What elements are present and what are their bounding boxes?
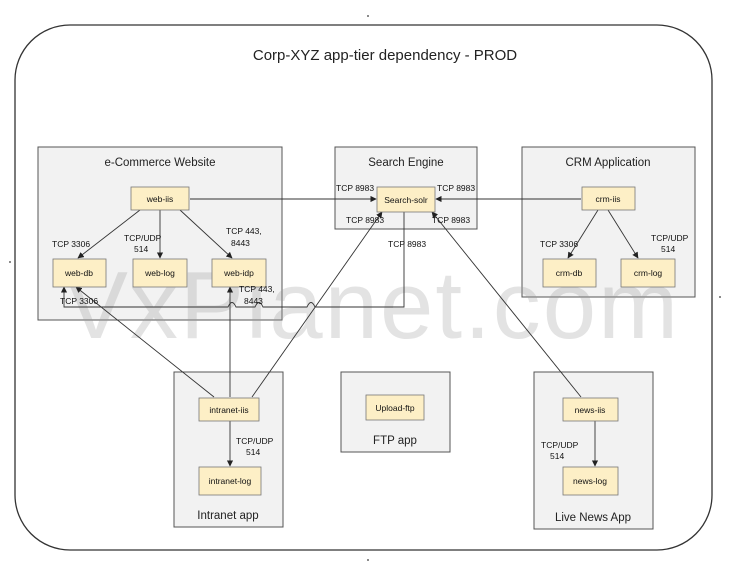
node-search-solr[interactable]: Search-solr — [376, 186, 436, 213]
port-label: TCP 3306 — [52, 239, 90, 249]
node-web-db[interactable]: web-db — [52, 258, 107, 288]
port-label: TCP 443, — [226, 226, 262, 236]
group-label-search: Search Engine — [368, 157, 443, 169]
node-label: Search-solr — [384, 195, 428, 205]
node-label: intranet-iis — [209, 405, 248, 415]
port-label: 514 — [661, 244, 675, 254]
node-crm-db[interactable]: crm-db — [542, 258, 597, 288]
port-label: TCP/UDP — [124, 233, 162, 243]
edge-crmiis-crmdb — [567, 209, 599, 259]
port-label: TCP 8983 — [336, 183, 374, 193]
node-label: crm-db — [556, 268, 583, 278]
node-web-log[interactable]: web-log — [132, 258, 188, 288]
port-label: TCP 8983 — [437, 183, 475, 193]
node-label: crm-log — [634, 268, 663, 278]
edge-webiis-webdb — [77, 209, 141, 259]
port-label: TCP 8983 — [346, 215, 384, 225]
group-intranet: Intranet app — [173, 371, 284, 528]
node-label: intranet-log — [209, 476, 252, 486]
diagram-title: Corp-XYZ app-tier dependency - PROD — [253, 47, 517, 64]
connectors — [60, 195, 639, 467]
port-label: 8443 — [231, 238, 250, 248]
port-label: TCP/UDP — [541, 440, 579, 450]
node-label: web-db — [64, 268, 93, 278]
port-label: TCP/UDP — [236, 436, 274, 446]
node-label: news-iis — [575, 405, 606, 415]
port-labels: TCP 8983 TCP 8983 TCP 8983 TCP 8983 TCP … — [52, 183, 689, 461]
port-label: TCP 443, — [239, 284, 275, 294]
port-label: 8443 — [244, 296, 263, 306]
node-label: Upload-ftp — [375, 403, 414, 413]
edge-crmiis-crmlog — [607, 209, 639, 259]
node-label: web-idp — [223, 268, 254, 278]
group-label-intranet: Intranet app — [197, 510, 258, 522]
port-label: 514 — [550, 451, 564, 461]
port-label: TCP 3306 — [540, 239, 578, 249]
node-news-log[interactable]: news-log — [562, 466, 619, 496]
group-label-ecommerce: e-Commerce Website — [105, 157, 216, 169]
edge-newsiis-solr — [431, 211, 582, 398]
port-label: 514 — [134, 244, 148, 254]
node-upload-ftp[interactable]: Upload-ftp — [365, 394, 425, 421]
node-news-iis[interactable]: news-iis — [562, 397, 619, 422]
group-search: Search Engine — [334, 146, 478, 230]
edge-webiis-webidp — [179, 209, 233, 259]
node-label: news-log — [573, 476, 607, 486]
node-intranet-iis[interactable]: intranet-iis — [198, 397, 260, 422]
group-ftp: FTP app — [340, 371, 451, 453]
group-label-crm: CRM Application — [565, 157, 650, 169]
group-label-news: Live News App — [555, 512, 631, 524]
node-label: web-log — [144, 268, 175, 278]
node-crm-log[interactable]: crm-log — [620, 258, 676, 288]
port-label: TCP 3306 — [60, 296, 98, 306]
edge-intranetiis-solr — [251, 211, 383, 398]
node-web-idp[interactable]: web-idp — [211, 258, 267, 288]
port-label: TCP 8983 — [388, 239, 426, 249]
port-label: TCP/UDP — [651, 233, 689, 243]
node-crm-iis[interactable]: crm-iis — [581, 186, 636, 211]
node-label: crm-iis — [595, 194, 620, 204]
stray-dot — [9, 261, 11, 263]
node-web-iis[interactable]: web-iis — [130, 186, 190, 211]
stray-dot — [367, 15, 369, 17]
edge-solr-webdb — [60, 212, 405, 308]
stray-dot — [367, 559, 369, 561]
node-intranet-log[interactable]: intranet-log — [198, 466, 262, 496]
node-label: web-iis — [146, 194, 173, 204]
stray-dot — [719, 296, 721, 298]
group-label-ftp: FTP app — [373, 435, 417, 447]
edge-intranetiis-webdb — [75, 286, 215, 398]
port-label: TCP 8983 — [432, 215, 470, 225]
port-label: 514 — [246, 447, 260, 457]
